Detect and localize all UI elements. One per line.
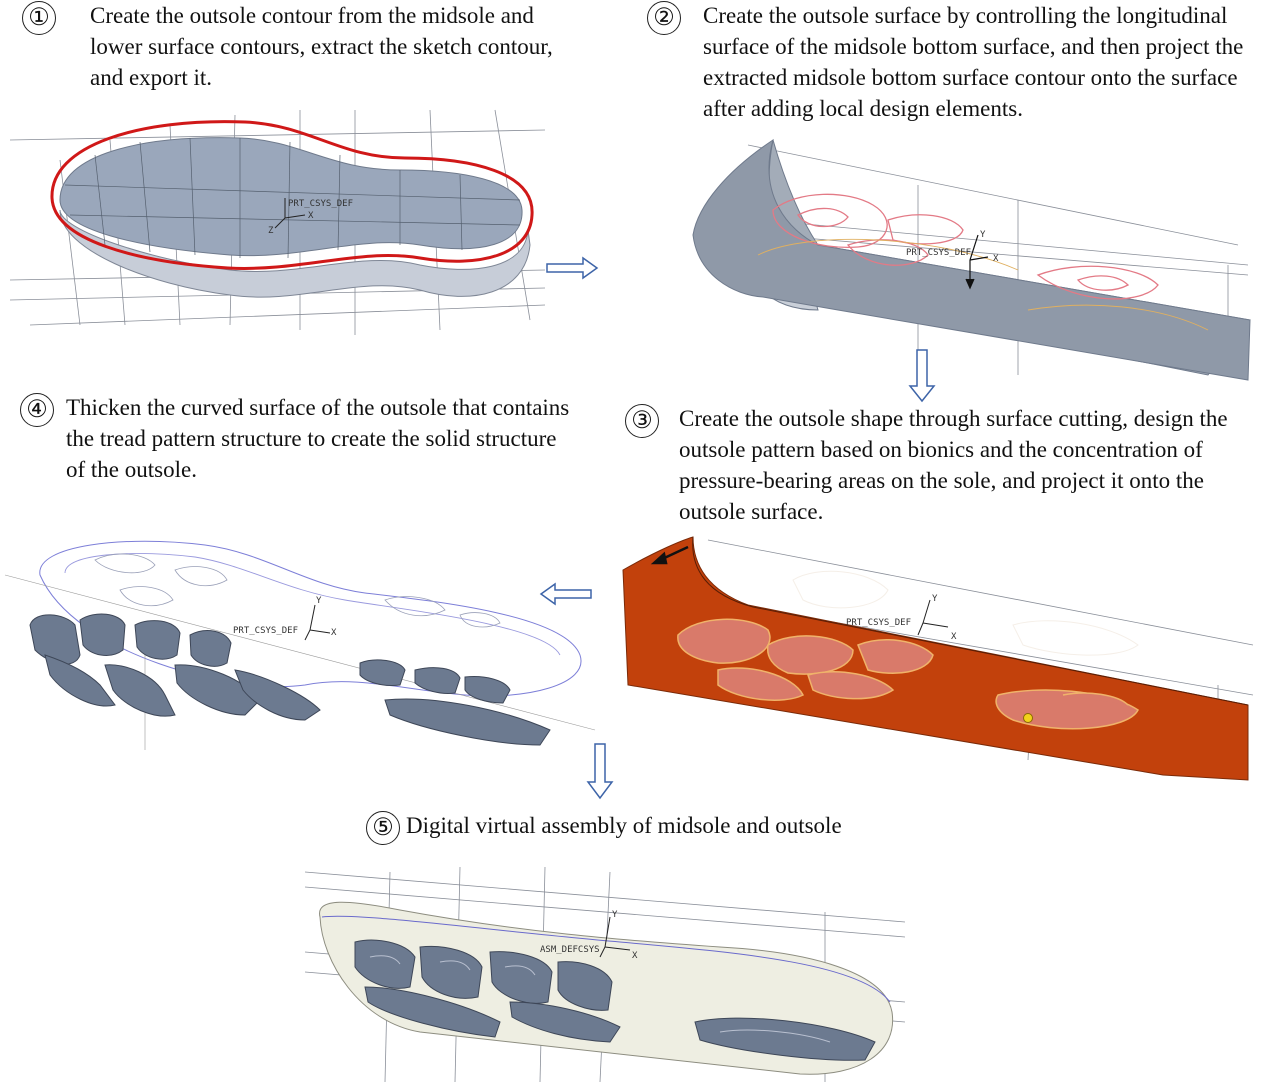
step-5-text: Digital virtual assembly of midsole and … [406,813,842,838]
axis-x-label-2: X [993,254,999,264]
arrow-left-3-to-4 [539,582,592,606]
direction-arrow [650,545,689,565]
axis-y-label-5: Y [612,910,618,920]
step-4-number: ④ [20,393,54,427]
figure-4-thickened-tread: PRT_CSYS_DEF X Y [4,540,596,750]
axis-x-label-1: X [308,211,314,221]
step-2-text: Create the outsole surface by controllin… [703,3,1244,121]
csys-label-3: PRT_CSYS_DEF [846,618,911,628]
figure-2-outsole-surface: PRT_CSYS_DEF X Y [692,138,1251,381]
csys-label-1: PRT_CSYS_DEF [288,199,353,209]
axis-z-label-1: Z [268,226,274,236]
step-2: ② Create the outsole surface by controll… [647,0,1277,124]
midsole-sidewall [59,209,531,298]
arrow-down-4-to-5 [586,743,614,800]
axis-x-label-4: X [331,628,337,638]
arrow-down-2-to-3 [908,349,936,403]
axis-x-label-5: X [632,951,638,961]
step-4-text: Thicken the curved surface of the outsol… [66,395,570,482]
csys-marker-1 [274,198,306,229]
axis-y-label-2: Y [980,230,986,240]
step-3: ③ Create the outsole shape through surfa… [625,403,1270,527]
axis-y-label-3: Y [932,594,938,604]
step-4: ④ Thicken the curved surface of the outs… [20,392,580,485]
axis-y-label-4: Y [316,596,322,606]
figure-3-cut-surface-pattern: PRT_CSYS_DEF X Y [622,536,1254,781]
step-1: ① Create the outsole contour from the mi… [22,0,582,93]
midsole-top-surface [59,137,523,257]
csys-label-5: ASM_DEFCSYS [540,945,600,955]
tread-pieces-heel [359,659,551,746]
csys-marker-5 [599,916,631,958]
step-5-number: ⑤ [366,811,400,845]
step-1-number: ① [22,1,56,35]
csys-marker-2 [965,234,989,290]
step-1-text: Create the outsole contour from the mids… [90,3,553,90]
csys-marker-3 [917,599,949,636]
selection-point [1023,713,1033,723]
step-2-number: ② [647,1,681,35]
step-3-number: ③ [625,404,659,438]
assembly-tread-pieces [354,939,876,1061]
tread-pieces-forefoot [29,613,321,721]
arrow-right-1-to-2 [546,256,599,280]
step-3-text: Create the outsole shape through surface… [679,406,1228,524]
figure-5-assembly: ASM_DEFCSYS X Y [304,866,906,1083]
step-5: ⑤ Digital virtual assembly of midsole an… [366,810,966,845]
csys-label-4: PRT_CSYS_DEF [233,626,298,636]
figure-1-midsole-contour: PRT_CSYS_DEF X Z [9,109,546,335]
csys-marker-4 [304,604,331,641]
csys-label-2: PRT_CSYS_DEF [906,248,971,258]
axis-x-label-3: X [951,632,957,642]
red-outsole-contour [50,120,534,270]
